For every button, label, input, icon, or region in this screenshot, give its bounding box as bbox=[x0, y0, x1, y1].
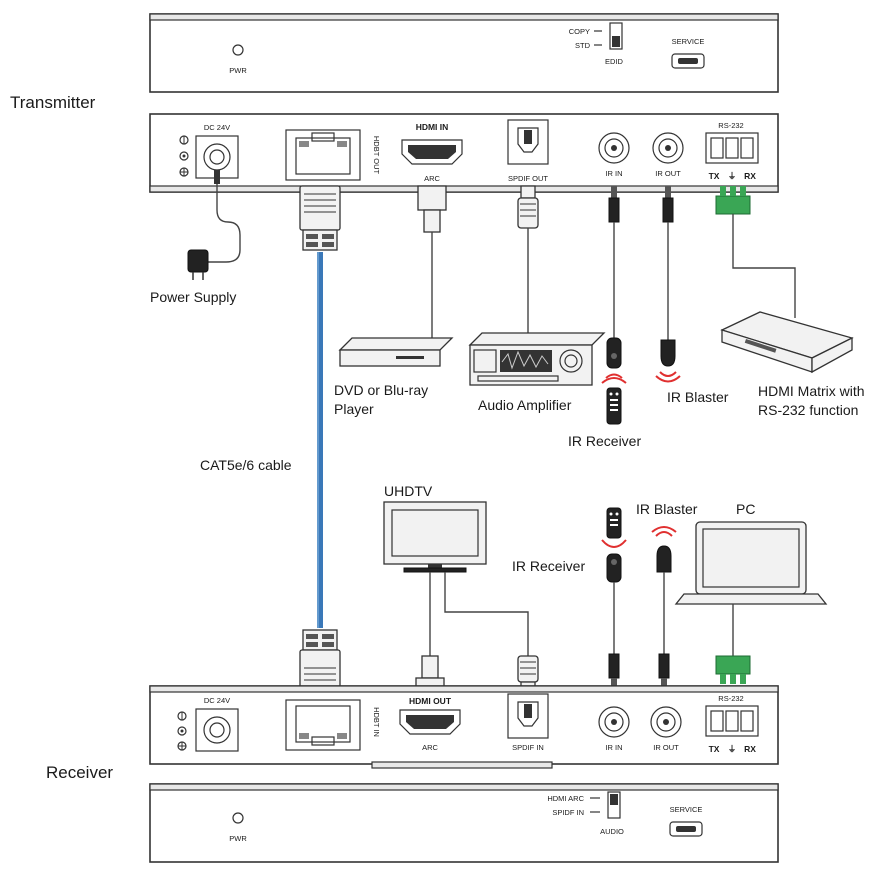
power-supply-adapter bbox=[187, 249, 209, 280]
ir-receiver-eye-top bbox=[606, 337, 622, 369]
rx-rs232-label: RS-232 bbox=[718, 694, 743, 703]
ir-in-port[interactable] bbox=[598, 132, 630, 164]
polarity-icon-receiver bbox=[177, 711, 187, 751]
transmitter-rear-panel: DC 24V HDBT OUT HDMI IN ARC SPDIF OUT IR… bbox=[149, 113, 779, 193]
uhdtv-device bbox=[383, 501, 487, 573]
rx-dc-label: DC 24V bbox=[204, 696, 230, 705]
rs232-port[interactable] bbox=[705, 132, 759, 164]
ir-in-label: IR IN bbox=[605, 169, 622, 178]
rx-tx-label: TX bbox=[709, 744, 720, 754]
ir-out-port[interactable] bbox=[652, 132, 684, 164]
hdmi-arc-label: HDMI ARC bbox=[547, 794, 584, 803]
std-label: STD bbox=[575, 41, 591, 50]
rs232-connector-top bbox=[715, 186, 751, 215]
service-port[interactable] bbox=[671, 53, 705, 69]
hdbt-in-label: HDBT IN bbox=[372, 707, 381, 737]
audio-label: AUDIO bbox=[600, 827, 624, 836]
spdif-in-switch-label: SPIDF IN bbox=[552, 808, 584, 817]
rx-ir-in-label: IR IN bbox=[605, 743, 622, 752]
spdif-in-label: SPDIF IN bbox=[512, 743, 544, 752]
rj45-connector-top bbox=[299, 185, 341, 251]
remote-control-icon-bottom bbox=[606, 507, 622, 539]
tx-label: TX bbox=[709, 171, 720, 181]
ir-in-jack-bottom bbox=[608, 653, 620, 692]
rj45-connector-bottom bbox=[299, 629, 341, 695]
hdbt-out-label: HDBT OUT bbox=[372, 136, 381, 175]
ir-blaster-label-top: IR Blaster bbox=[667, 389, 729, 405]
hdbt-out-port[interactable] bbox=[285, 129, 361, 181]
toslink-plug-top bbox=[517, 185, 539, 229]
edid-label: EDID bbox=[605, 57, 624, 66]
spdif-in-port[interactable] bbox=[507, 693, 549, 739]
polarity-icon bbox=[179, 135, 189, 177]
rx-label: RX bbox=[744, 171, 756, 181]
cat-cable-label: CAT5e/6 cable bbox=[200, 457, 292, 473]
laptop-pc-device bbox=[674, 521, 828, 605]
rx-service-port[interactable] bbox=[669, 821, 703, 837]
transmitter-title: Transmitter bbox=[10, 93, 96, 112]
rx-rx-label: RX bbox=[744, 744, 756, 754]
hdmi-out-port[interactable] bbox=[399, 709, 461, 735]
service-label: SERVICE bbox=[672, 37, 705, 46]
ir-receiver-label-top: IR Receiver bbox=[568, 433, 641, 449]
remote-control-icon bbox=[606, 387, 622, 425]
pwr-label: PWR bbox=[229, 66, 247, 75]
power-supply-label: Power Supply bbox=[150, 289, 236, 305]
uhdtv-label: UHDTV bbox=[384, 483, 433, 499]
rx-rs232-port[interactable] bbox=[705, 705, 759, 737]
hdmi-in-label: HDMI IN bbox=[416, 122, 449, 132]
svg-text:⏚: ⏚ bbox=[728, 171, 737, 181]
rx-ir-in-port[interactable] bbox=[598, 706, 630, 738]
edid-switch[interactable] bbox=[609, 22, 623, 50]
ir-receiver-label-bottom: IR Receiver bbox=[512, 558, 585, 574]
audio-switch[interactable] bbox=[607, 791, 621, 819]
pc-label: PC bbox=[736, 501, 755, 517]
svg-text:⏚: ⏚ bbox=[728, 744, 737, 754]
hdbt-in-port[interactable] bbox=[285, 699, 361, 751]
hdmi-matrix-label-line1: HDMI Matrix with bbox=[758, 383, 865, 399]
hdmi-matrix-device bbox=[720, 311, 854, 374]
hdmi-plug-top bbox=[417, 185, 447, 233]
ir-out-jack-bottom bbox=[658, 653, 670, 692]
audio-amplifier-device bbox=[468, 332, 606, 386]
rx-ir-out-label: IR OUT bbox=[653, 743, 679, 752]
ir-blaster-icon-top bbox=[660, 339, 676, 367]
copy-label: COPY bbox=[569, 27, 590, 36]
rx-pwr-label: PWR bbox=[229, 834, 247, 843]
hdmi-in-port[interactable] bbox=[401, 139, 463, 165]
ir-receiver-eye-bottom bbox=[606, 553, 622, 583]
spdif-out-port[interactable] bbox=[507, 119, 549, 165]
rs232-connector-bottom bbox=[715, 655, 751, 684]
rx-dc-power-port[interactable] bbox=[195, 708, 239, 752]
dvd-label-line2: Player bbox=[334, 401, 374, 417]
arc-label: ARC bbox=[424, 174, 440, 183]
receiver-rear-panel: DC 24V HDBT IN HDMI OUT ARC SPDIF IN IR … bbox=[149, 685, 779, 769]
power-led-icon bbox=[232, 44, 244, 56]
hdmi-out-label: HDMI OUT bbox=[409, 696, 452, 706]
ir-out-label: IR OUT bbox=[655, 169, 681, 178]
hdmi-matrix-label-line2: RS-232 function bbox=[758, 402, 858, 418]
rx-service-label: SERVICE bbox=[670, 805, 703, 814]
ir-wave-icon bbox=[601, 373, 627, 384]
rx-arc-label: ARC bbox=[422, 743, 438, 752]
rx-power-led-icon bbox=[232, 812, 244, 824]
audio-amplifier-label: Audio Amplifier bbox=[478, 397, 572, 413]
spdif-out-label: SPDIF OUT bbox=[508, 174, 548, 183]
rx-ir-out-port[interactable] bbox=[650, 706, 682, 738]
receiver-title: Receiver bbox=[46, 763, 113, 782]
ir-blaster-label-bottom: IR Blaster bbox=[636, 501, 698, 517]
dvd-player-device bbox=[338, 337, 454, 367]
ir-blaster-icon-bottom bbox=[656, 545, 672, 573]
dvd-label-line1: DVD or Blu-ray bbox=[334, 382, 428, 398]
receiver-front-panel: PWR HDMI ARC SPIDF IN AUDIO SERVICE bbox=[149, 783, 779, 863]
rs232-label: RS-232 bbox=[718, 121, 743, 130]
dc-label: DC 24V bbox=[204, 123, 230, 132]
transmitter-front-panel: PWR COPY STD EDID SERVICE bbox=[149, 13, 779, 93]
